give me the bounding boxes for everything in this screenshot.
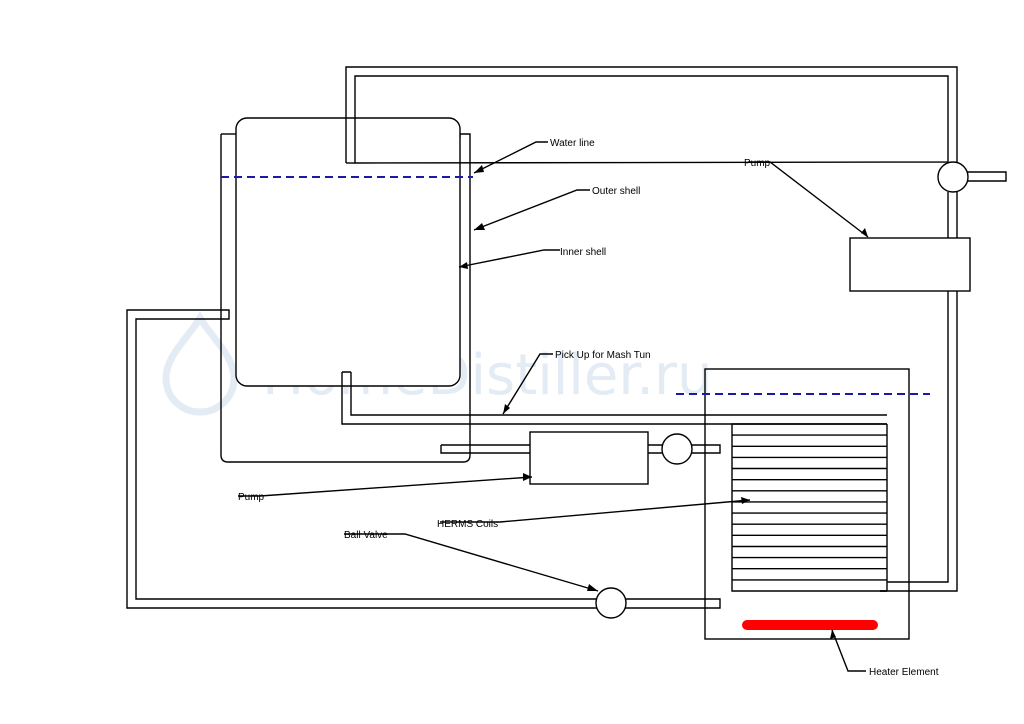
label-pump-right: Pump bbox=[744, 158, 771, 169]
ball-valve-icon bbox=[595, 587, 627, 619]
return-pipe-top bbox=[345, 66, 958, 164]
label-heater-element: Heater Element bbox=[869, 667, 939, 678]
pick-up-pipe bbox=[341, 371, 887, 425]
coil-bundle-outline bbox=[731, 423, 887, 592]
coil-outlet bbox=[880, 581, 910, 592]
label-water-line: Water line bbox=[550, 138, 595, 149]
right-valve-stub bbox=[966, 171, 1007, 182]
water-drop-icon bbox=[162, 311, 238, 416]
herms-vessel-body bbox=[704, 368, 910, 640]
label-pump-left: Pump bbox=[238, 492, 265, 503]
label-pick-up: Pick Up for Mash Tun bbox=[555, 350, 651, 361]
heater-element bbox=[742, 620, 878, 630]
right-pipe-down bbox=[947, 192, 958, 238]
lower-pump bbox=[529, 431, 649, 485]
lower-valve-icon bbox=[661, 433, 693, 465]
herms-vessel bbox=[676, 368, 930, 640]
label-ball-valve: Ball Valve bbox=[344, 530, 388, 541]
right-pipe-lower bbox=[880, 291, 958, 592]
right-valve-icon bbox=[937, 161, 969, 193]
callouts bbox=[238, 141, 869, 672]
label-inner-shell: Inner shell bbox=[560, 247, 606, 258]
label-herms-coils: HERMS Coils bbox=[437, 519, 498, 530]
outer-shell bbox=[220, 133, 471, 463]
herms-coils bbox=[731, 423, 888, 592]
mash-tun bbox=[220, 117, 473, 463]
inner-shell bbox=[235, 117, 461, 387]
right-pump bbox=[849, 237, 971, 292]
label-outer-shell: Outer shell bbox=[592, 186, 640, 197]
bottom-pipe bbox=[126, 309, 721, 609]
